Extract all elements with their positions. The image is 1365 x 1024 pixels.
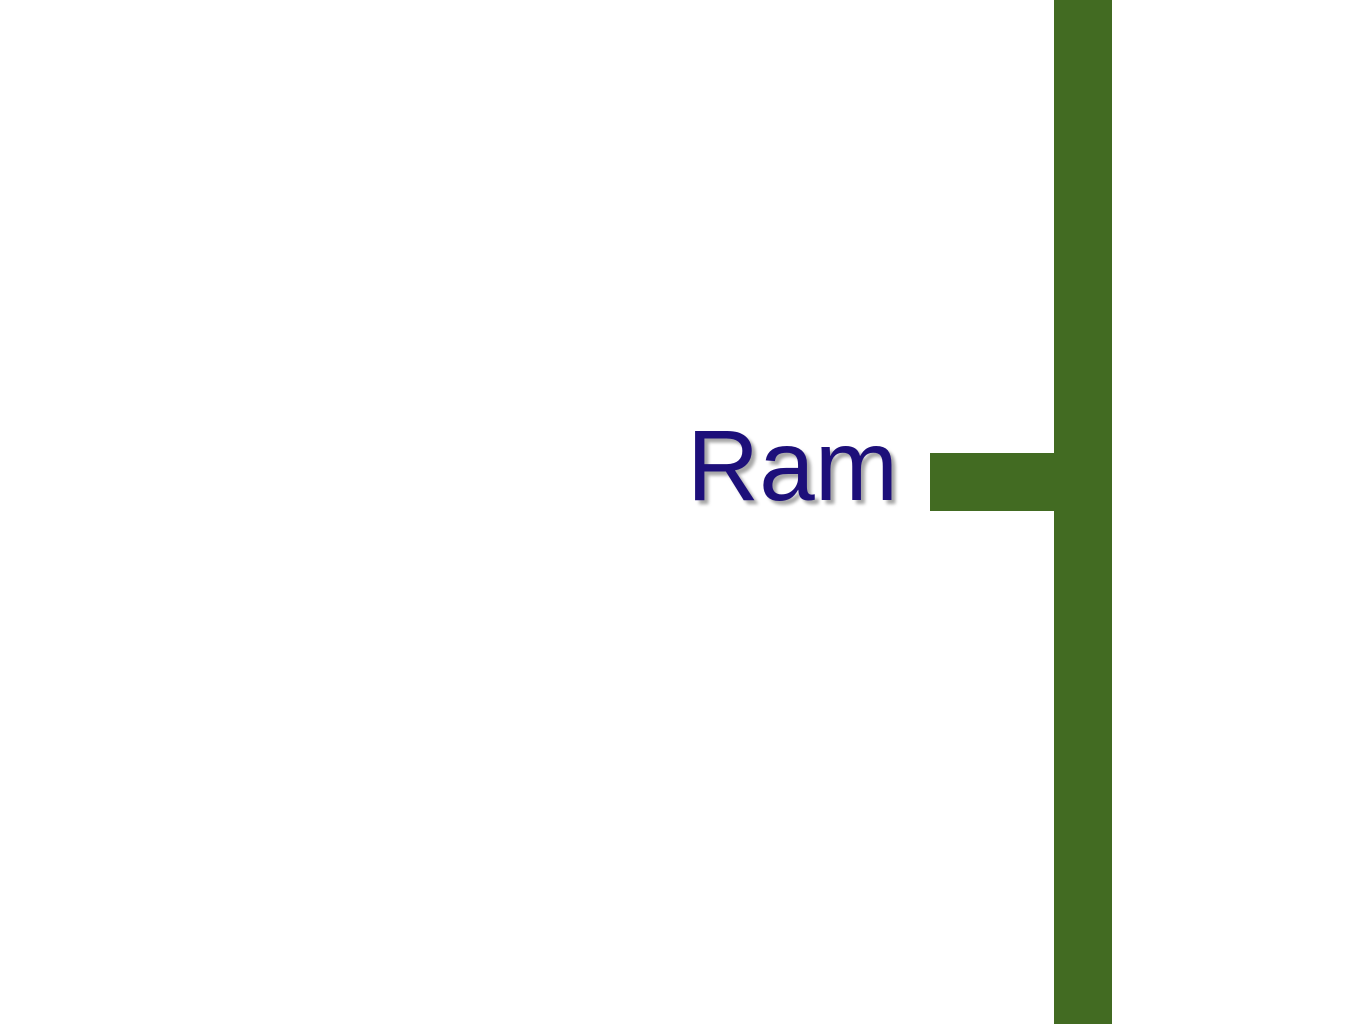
node-label: Ram <box>686 410 898 522</box>
tree-trunk-line <box>1054 0 1112 1024</box>
tree-branch-connector <box>930 453 1060 511</box>
